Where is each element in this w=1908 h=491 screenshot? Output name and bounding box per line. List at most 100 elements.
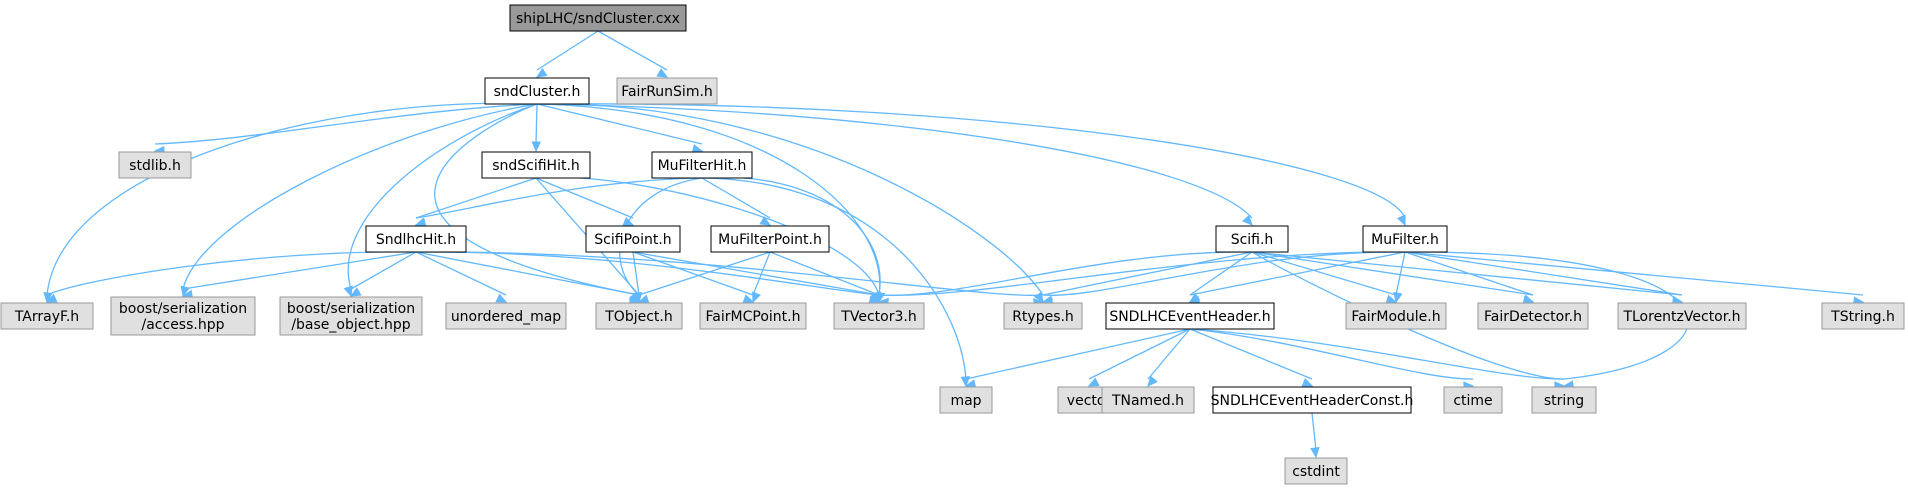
node-SndlhcHit[interactable]: SndlhcHit.h bbox=[365, 225, 467, 253]
edge-Scifi-to-Rtypes bbox=[1042, 251, 1253, 296]
node-ctime: ctime bbox=[1443, 386, 1503, 414]
edge-sndScifiHit-to-ScifiPoint bbox=[535, 177, 634, 219]
node-label-SndlhcHit: SndlhcHit.h bbox=[376, 232, 456, 248]
node-TObject: TObject.h bbox=[595, 302, 683, 330]
edge-SNDLHCEventHeader-to-TNamed bbox=[1147, 328, 1191, 380]
node-label-SNDLHCEventHeader: SNDLHCEventHeader.h bbox=[1109, 309, 1270, 325]
node-FairMCPoint: FairMCPoint.h bbox=[699, 302, 807, 330]
arrowhead-sndCluster-to-sndScifiHit bbox=[531, 141, 542, 153]
edge-sndCluster-to-Rtypes bbox=[536, 103, 1044, 296]
edge-MuFilter-to-TVector3 bbox=[878, 251, 1406, 296]
node-box-TString bbox=[1821, 302, 1905, 330]
node-label-Rtypes: Rtypes.h bbox=[1012, 309, 1074, 325]
node-MuFilterPoint[interactable]: MuFilterPoint.h bbox=[710, 225, 830, 253]
node-Scifi[interactable]: Scifi.h bbox=[1215, 225, 1289, 253]
arrowhead-SndlhcHit-to-base_object bbox=[349, 287, 362, 297]
node-box-cstdint bbox=[1284, 457, 1348, 485]
node-label-base_object-line-1: /base_object.hpp bbox=[291, 317, 410, 333]
node-Rtypes: Rtypes.h bbox=[1003, 302, 1083, 330]
edge-SndlhcHit-to-unordered_map bbox=[415, 251, 507, 296]
node-label-Scifi: Scifi.h bbox=[1231, 232, 1274, 248]
node-label-string: string bbox=[1544, 393, 1584, 409]
node-label-vector: vector bbox=[1067, 393, 1112, 409]
edge-MuFilter-to-FairDetector bbox=[1404, 251, 1534, 296]
node-label-access-line-0: boost/serialization bbox=[119, 301, 247, 317]
node-box-TObject bbox=[595, 302, 683, 330]
node-box-MuFilter bbox=[1362, 225, 1448, 253]
edge-SndlhcHit-to-TVector3 bbox=[415, 251, 880, 296]
node-TVector3: TVector3.h bbox=[833, 302, 925, 330]
node-box-MuFilterPoint bbox=[710, 225, 830, 253]
node-map: map bbox=[939, 386, 993, 414]
node-label-ctime: ctime bbox=[1453, 393, 1492, 409]
node-stdlib: stdlib.h bbox=[118, 151, 192, 179]
node-MuFilter[interactable]: MuFilter.h bbox=[1362, 225, 1448, 253]
edge-SndlhcHit-to-Rtypes bbox=[415, 251, 1044, 296]
node-label-FairRunSim: FairRunSim.h bbox=[621, 84, 713, 100]
node-box-sndScifiHit bbox=[481, 151, 591, 179]
node-FairModule: FairModule.h bbox=[1345, 302, 1447, 330]
node-label-access-line-1: /access.hpp bbox=[142, 317, 225, 333]
edge-sndCluster-to-TArrayF bbox=[46, 102, 538, 296]
node-label-TObject: TObject.h bbox=[604, 309, 672, 325]
node-label-MuFilterHit: MuFilterHit.h bbox=[658, 158, 747, 174]
edge-ScifiPoint-to-TVector3 bbox=[632, 251, 880, 296]
edge-SNDLHCEventHeader-to-map bbox=[965, 328, 1191, 380]
arrowhead-MuFilter-to-FairModule bbox=[1393, 291, 1403, 304]
node-box-map bbox=[939, 386, 993, 414]
node-box-TVector3 bbox=[833, 302, 925, 330]
node-label-root: shipLHC/sndCluster.cxx bbox=[516, 11, 680, 27]
node-MuFilterHit[interactable]: MuFilterHit.h bbox=[651, 151, 753, 179]
arrowhead-MuFilterPoint-to-TObject bbox=[637, 294, 650, 304]
edge-MuFilterHit-to-SndlhcHit bbox=[415, 177, 703, 219]
node-box-ctime bbox=[1443, 386, 1503, 414]
arrowhead-SNDLHCEventHeader-to-SNDLHCEventHeaderConst bbox=[1301, 377, 1314, 387]
arrowhead-SNDLHCEventHeader-to-TNamed bbox=[1147, 375, 1158, 387]
node-root[interactable]: shipLHC/sndCluster.cxx bbox=[509, 4, 687, 32]
arrowhead-SNDLHCEventHeaderConst-to-cstdint bbox=[1310, 447, 1320, 459]
node-base_object: boost/serialization/base_object.hpp bbox=[279, 296, 423, 336]
edge-SNDLHCEventHeader-to-string bbox=[1189, 328, 1565, 380]
arrowhead-SndlhcHit-to-unordered_map bbox=[495, 293, 508, 303]
node-sndScifiHit[interactable]: sndScifiHit.h bbox=[481, 151, 591, 179]
node-label-sndCluster: sndCluster.h bbox=[494, 84, 581, 100]
edge-MuFilter-to-SNDLHCEventHeader bbox=[1189, 251, 1406, 296]
arrowhead-root-to-FairRunSim bbox=[656, 68, 669, 78]
edge-MuFilter-to-TString bbox=[1404, 251, 1864, 296]
node-label-map: map bbox=[950, 393, 981, 409]
node-box-SndlhcHit bbox=[365, 225, 467, 253]
node-box-FairMCPoint bbox=[699, 302, 807, 330]
nodes-layer: shipLHC/sndCluster.cxx sndCluster.h FairRu… bbox=[0, 4, 1905, 485]
arrowhead-sndCluster-to-base_object bbox=[343, 285, 353, 298]
edge-SndlhcHit-to-TObject bbox=[415, 251, 640, 296]
node-box-TNamed bbox=[1101, 386, 1195, 414]
node-label-TString: TString.h bbox=[1830, 309, 1895, 325]
edge-sndCluster-to-TVector3 bbox=[536, 103, 881, 296]
edge-root-to-FairRunSim bbox=[597, 30, 668, 71]
node-sndCluster[interactable]: sndCluster.h bbox=[484, 77, 590, 105]
edge-sndCluster-to-access bbox=[182, 103, 538, 290]
edge-ScifiPoint-to-TObject bbox=[632, 251, 640, 296]
node-label-MuFilterPoint: MuFilterPoint.h bbox=[718, 232, 822, 248]
edge-SNDLHCEventHeader-to-vector bbox=[1088, 328, 1191, 380]
node-unordered_map: unordered_map bbox=[445, 302, 567, 330]
edges-layer bbox=[43, 30, 1865, 459]
node-box-SNDLHCEventHeaderConst bbox=[1212, 386, 1412, 414]
node-SNDLHCEventHeader[interactable]: SNDLHCEventHeader.h bbox=[1105, 302, 1275, 330]
node-SNDLHCEventHeaderConst[interactable]: SNDLHCEventHeaderConst.h bbox=[1211, 386, 1414, 414]
node-label-TNamed: TNamed.h bbox=[1111, 393, 1184, 409]
node-label-SNDLHCEventHeaderConst: SNDLHCEventHeaderConst.h bbox=[1211, 393, 1414, 409]
edge-sndCluster-to-MuFilterHit bbox=[536, 103, 703, 145]
edge-MuFilterHit-to-MuFilterPoint bbox=[701, 177, 771, 219]
node-box-FairModule bbox=[1345, 302, 1447, 330]
node-box-TArrayF bbox=[0, 302, 94, 330]
node-box-sndCluster bbox=[484, 77, 590, 105]
edge-root-to-sndCluster bbox=[536, 30, 599, 71]
node-TString: TString.h bbox=[1821, 302, 1905, 330]
edge-SndlhcHit-to-base_object bbox=[350, 251, 417, 290]
node-label-FairDetector: FairDetector.h bbox=[1484, 309, 1582, 325]
edge-MuFilterPoint-to-TVector3 bbox=[769, 251, 880, 296]
node-ScifiPoint[interactable]: ScifiPoint.h bbox=[585, 225, 681, 253]
edge-sndCluster-to-MuFilter bbox=[536, 103, 1406, 219]
